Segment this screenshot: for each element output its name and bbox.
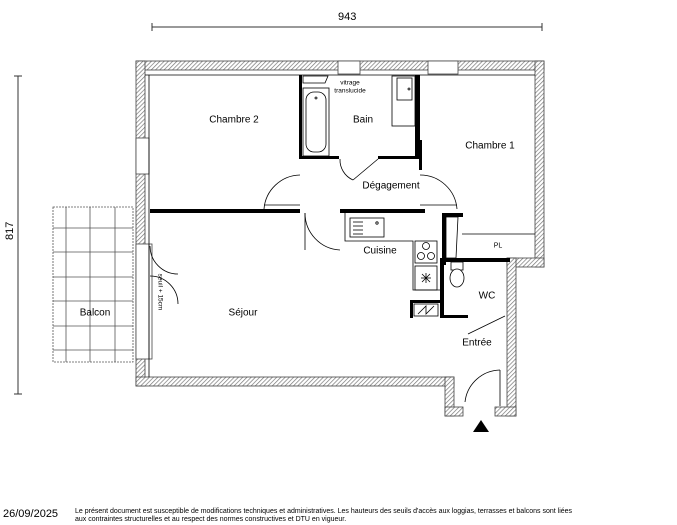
width-dimension: 943 (338, 11, 357, 23)
room-label-cuisine: Cuisine (363, 245, 397, 257)
room-label-bain: Bain (352, 114, 374, 126)
disclaimer-note: Le présent document est susceptible de m… (75, 508, 572, 524)
room-label-pl: PL (493, 242, 503, 250)
disclaimer-line-1: Le présent document est susceptible de m… (75, 508, 573, 515)
bathtub (302, 75, 330, 157)
dimension-width (151, 23, 543, 31)
room-label-chambre2: Chambre 2 (209, 114, 259, 126)
room-label-entree: Entrée (462, 337, 492, 349)
interior-walls (150, 75, 510, 318)
entrance-arrow-icon (473, 420, 489, 432)
document-date: 26/09/2025 (3, 508, 59, 520)
room-label-balcon: Balcon (79, 307, 111, 319)
disclaimer-line-2: aux contraintes structurelles et au resp… (75, 516, 347, 523)
height-dimension: 817 (4, 221, 16, 240)
doors (149, 158, 506, 406)
kitchen-counter (344, 213, 459, 317)
toilet (449, 261, 465, 288)
washbasin (391, 75, 416, 127)
inner-face (145, 74, 535, 377)
room-label-wc: WC (478, 290, 496, 302)
seuil-annotation: seuil + 15cm (156, 273, 164, 311)
exterior-walls (135, 60, 545, 417)
vitrage-label: vitrage (340, 79, 360, 87)
room-label-degagement: Dégagement (362, 180, 420, 192)
asterisk-icon (421, 273, 431, 283)
room-label-chambre1: Chambre 1 (465, 140, 515, 152)
room-label-sejour: Séjour (228, 307, 258, 319)
translucide-label: translucide (334, 87, 366, 95)
balcony-grid (52, 206, 134, 363)
dimension-height (14, 75, 22, 395)
windows (135, 60, 459, 360)
